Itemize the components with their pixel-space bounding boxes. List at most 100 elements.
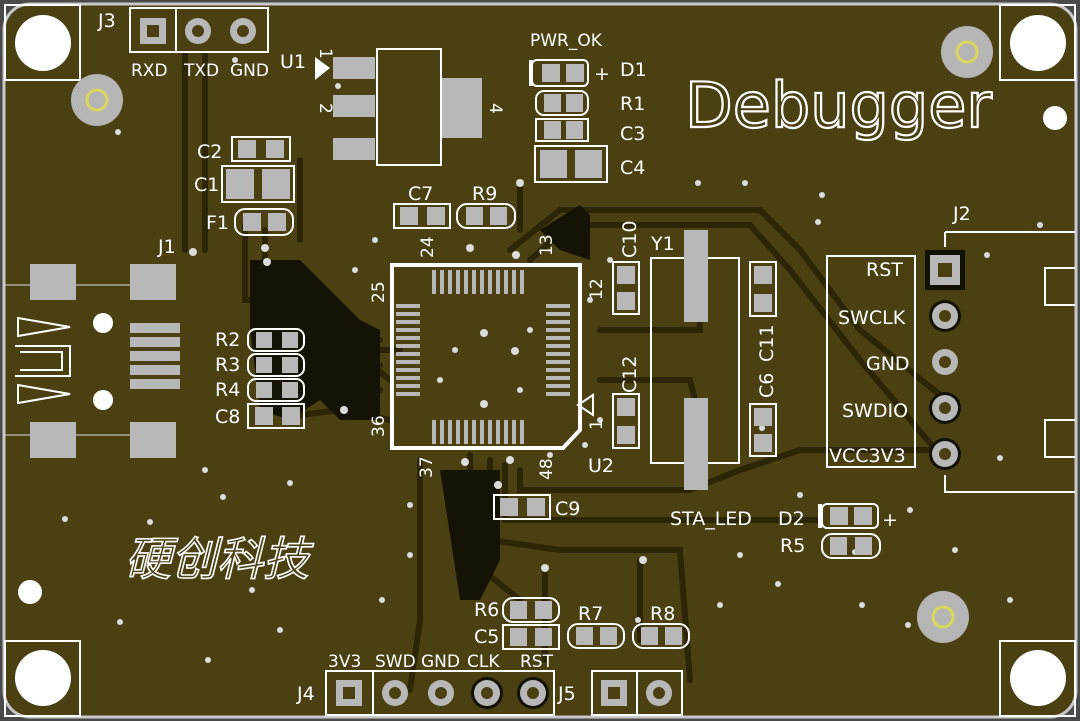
j5-header <box>591 670 683 716</box>
mount-hole-tl <box>4 4 81 81</box>
r5-resistor <box>821 533 881 559</box>
r9-resistor <box>456 203 516 229</box>
label-gnd-j3: GND <box>230 61 269 81</box>
label-c1: C1 <box>194 174 219 196</box>
c12-capacitor <box>612 393 640 449</box>
label-r1: R1 <box>620 93 645 115</box>
label-sta-led: STA_LED <box>670 508 752 530</box>
label-r2: R2 <box>215 329 240 351</box>
c3-capacitor <box>535 118 589 142</box>
label-d1: D1 <box>620 59 647 81</box>
y1-crystal <box>650 230 740 490</box>
mounting-holes <box>4 4 1076 717</box>
label-swdio: SWDIO <box>842 400 908 422</box>
r8-resistor <box>632 623 690 649</box>
board-title: Debugger <box>685 69 992 142</box>
label-u2-pin13: 13 <box>537 234 557 256</box>
label-j5: J5 <box>557 683 576 705</box>
label-j4: J4 <box>296 683 315 705</box>
label-c2: C2 <box>197 141 222 163</box>
mount-hole-br <box>999 640 1076 717</box>
label-c12: C12 <box>619 356 641 393</box>
label-c6: C6 <box>756 373 778 398</box>
label-j4-gnd: GND <box>421 652 460 672</box>
j1-usb-connector <box>4 264 180 458</box>
label-d1-plus: + <box>594 63 610 85</box>
label-r9: R9 <box>472 183 497 205</box>
c4-capacitor <box>534 145 608 183</box>
label-u2-pin37: 37 <box>417 456 437 478</box>
j4-header <box>325 670 555 716</box>
vias <box>62 57 1043 663</box>
u2-mcu <box>390 263 594 450</box>
c1-capacitor <box>221 165 295 203</box>
r2-resistor <box>247 328 305 352</box>
label-u1: U1 <box>280 51 306 73</box>
mount-hole-tr <box>999 4 1076 81</box>
company-name: 硬创科技 <box>125 532 314 586</box>
r1-resistor <box>535 90 589 116</box>
label-pwr-ok: PWR_OK <box>530 31 603 51</box>
label-u2-pin36: 36 <box>369 415 389 437</box>
label-u2-pin48: 48 <box>537 458 557 480</box>
label-r7: R7 <box>578 603 603 625</box>
c10-capacitor <box>612 261 640 315</box>
label-f1: F1 <box>206 212 229 234</box>
c2-capacitor <box>231 136 291 162</box>
c9-capacitor <box>493 494 551 520</box>
d1-led <box>529 59 589 87</box>
label-r6: R6 <box>474 599 499 621</box>
label-d2-plus: + <box>882 509 898 531</box>
label-c11: C11 <box>756 325 778 362</box>
label-u1-pin2: 2 <box>315 103 335 114</box>
label-j4-swd: SWD <box>375 652 416 672</box>
label-j4-rst: RST <box>520 652 554 672</box>
label-u2-pin25: 25 <box>369 281 389 303</box>
label-d2: D2 <box>778 508 805 530</box>
label-r3: R3 <box>215 354 240 376</box>
j3-header <box>129 7 269 53</box>
c5-capacitor <box>502 624 560 650</box>
label-u2-pin24: 24 <box>418 236 438 258</box>
label-c7: C7 <box>408 183 433 205</box>
label-j4-3v3: 3V3 <box>328 652 361 672</box>
label-rst: RST <box>866 259 903 281</box>
c6-capacitor <box>749 403 777 457</box>
label-txd: TXD <box>183 61 219 81</box>
label-u2: U2 <box>588 455 614 477</box>
r7-resistor <box>567 623 625 649</box>
c8-capacitor <box>247 403 305 429</box>
c11-capacitor <box>749 261 777 317</box>
label-c8: C8 <box>215 406 240 428</box>
label-y1: Y1 <box>650 233 675 255</box>
u1-regulator <box>315 48 482 166</box>
fiducials <box>18 26 1067 643</box>
r3-resistor <box>247 353 305 377</box>
label-gnd-j2: GND <box>866 353 910 375</box>
mount-hole-bl <box>4 640 81 717</box>
label-j1: J1 <box>157 236 176 258</box>
r6-resistor <box>502 597 560 623</box>
label-vcc3v3: VCC3V3 <box>829 445 906 467</box>
label-r4: R4 <box>215 379 240 401</box>
label-c4: C4 <box>620 157 645 179</box>
label-c9: C9 <box>555 498 580 520</box>
f1-fuse <box>234 208 294 236</box>
c7-capacitor <box>393 203 451 229</box>
label-c5: C5 <box>474 626 499 648</box>
label-j3: J3 <box>97 10 116 32</box>
label-swclk: SWCLK <box>838 307 906 329</box>
label-r5: R5 <box>780 535 805 557</box>
label-j4-clk: CLK <box>467 652 500 672</box>
label-u2-pin12: 12 <box>587 278 607 300</box>
label-u2-pin1: 1 <box>587 419 607 430</box>
d2-led <box>818 503 879 529</box>
label-r8: R8 <box>650 603 675 625</box>
label-j2: J2 <box>952 203 971 225</box>
label-rxd: RXD <box>131 61 168 81</box>
r4-resistor <box>247 378 305 402</box>
label-u1-pin4: 4 <box>485 103 505 114</box>
label-c3: C3 <box>620 123 645 145</box>
label-u1-pin1: 1 <box>315 48 335 59</box>
